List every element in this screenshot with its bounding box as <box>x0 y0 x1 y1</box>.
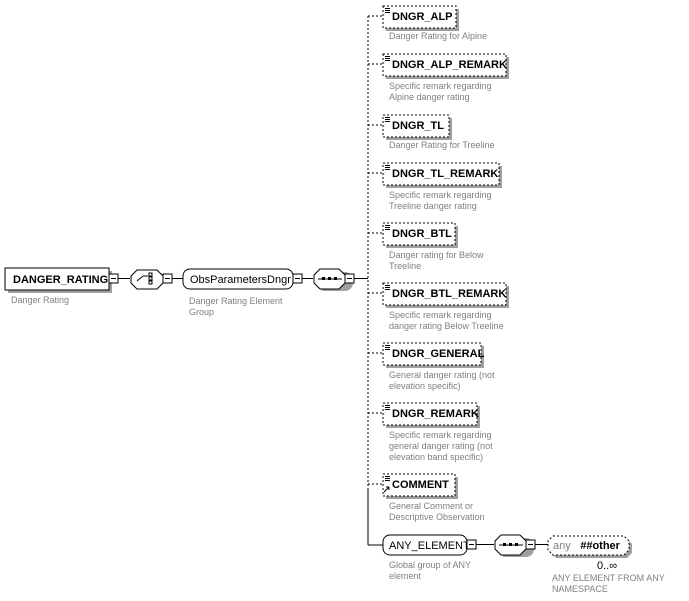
element-description: Danger Rating for Alpine <box>389 31 487 41</box>
element-description: General danger rating (not elevation spe… <box>389 370 497 391</box>
compositor-expand-toggle[interactable] <box>162 273 173 284</box>
root-element-description: Danger Rating <box>11 295 69 305</box>
element-description: Danger Rating for Treeline <box>389 140 495 150</box>
sequence-expand-toggle[interactable] <box>344 273 355 284</box>
element-dngr-alp-remark[interactable]: DNGR_ALP_REMARK <box>382 53 509 79</box>
element-label: DNGR_BTL_REMARK <box>392 288 506 300</box>
root-expand-toggle[interactable] <box>108 273 119 284</box>
element-description: Danger rating for Below Treeline <box>389 250 486 271</box>
any-group-expand-toggle[interactable] <box>466 539 477 550</box>
element-description: General Comment or Descriptive Observati… <box>389 501 485 522</box>
sequence-compositor-icon <box>313 268 353 291</box>
root-element[interactable]: DANGER_RATING <box>4 267 112 293</box>
group-label: ObsParametersDngr <box>190 274 291 286</box>
element-description: Specific remark regarding general danger… <box>389 430 495 462</box>
sequence-compositor-icon <box>130 269 164 290</box>
element-dngr-general[interactable]: DNGR_GENERAL <box>382 342 485 368</box>
element-label: DNGR_TL_REMARK <box>392 168 498 180</box>
element-description: Specific remark regarding Treeline dange… <box>389 190 494 211</box>
element-label: COMMENT <box>392 479 449 491</box>
group-any-element[interactable]: ANY_ELEMENT <box>382 534 470 556</box>
element-dngr-tl[interactable]: DNGR_TL <box>382 114 452 140</box>
sequence-compositor-icon <box>494 534 534 557</box>
element-label: DNGR_ALP_REMARK <box>392 59 507 71</box>
element-dngr-tl-remark[interactable]: DNGR_TL_REMARK <box>382 162 502 188</box>
occurrence-label: 0..∞ <box>597 560 617 572</box>
element-dngr-btl-remark[interactable]: DNGR_BTL_REMARK <box>382 282 509 308</box>
group-obsparametersdngr[interactable]: ObsParametersDngr <box>182 268 294 290</box>
group-expand-toggle[interactable] <box>292 273 303 284</box>
element-description: Specific remark regarding danger rating … <box>389 310 504 331</box>
element-label: DNGR_BTL <box>392 228 452 240</box>
element-dngr-btl[interactable]: DNGR_BTL <box>382 222 458 248</box>
element-description: Specific remark regarding Alpine danger … <box>389 81 494 102</box>
group-label: ANY_ELEMENT <box>389 540 470 552</box>
element-label: DNGR_GENERAL <box>392 348 485 360</box>
wildcard-label: any ##other <box>553 536 621 553</box>
wildcard-description: ANY ELEMENT FROM ANY NAMESPACE <box>552 573 667 594</box>
wildcard-any-other[interactable]: any ##other <box>547 535 632 558</box>
element-label: DNGR_TL <box>392 120 444 132</box>
group-description: Global group of ANY element <box>389 560 473 581</box>
element-label: DNGR_ALP <box>392 11 453 23</box>
element-dngr-alp[interactable]: DNGR_ALP <box>382 5 459 31</box>
element-label: DNGR_REMARK <box>392 408 479 420</box>
reference-arrow-icon <box>383 486 390 493</box>
root-element-label: DANGER_RATING <box>13 274 108 286</box>
group-description: Danger Rating Element Group <box>189 296 285 317</box>
element-comment[interactable]: COMMENT <box>382 473 458 499</box>
any-sequence-expand-toggle[interactable] <box>525 539 536 550</box>
element-dngr-remark[interactable]: DNGR_REMARK <box>382 402 480 428</box>
